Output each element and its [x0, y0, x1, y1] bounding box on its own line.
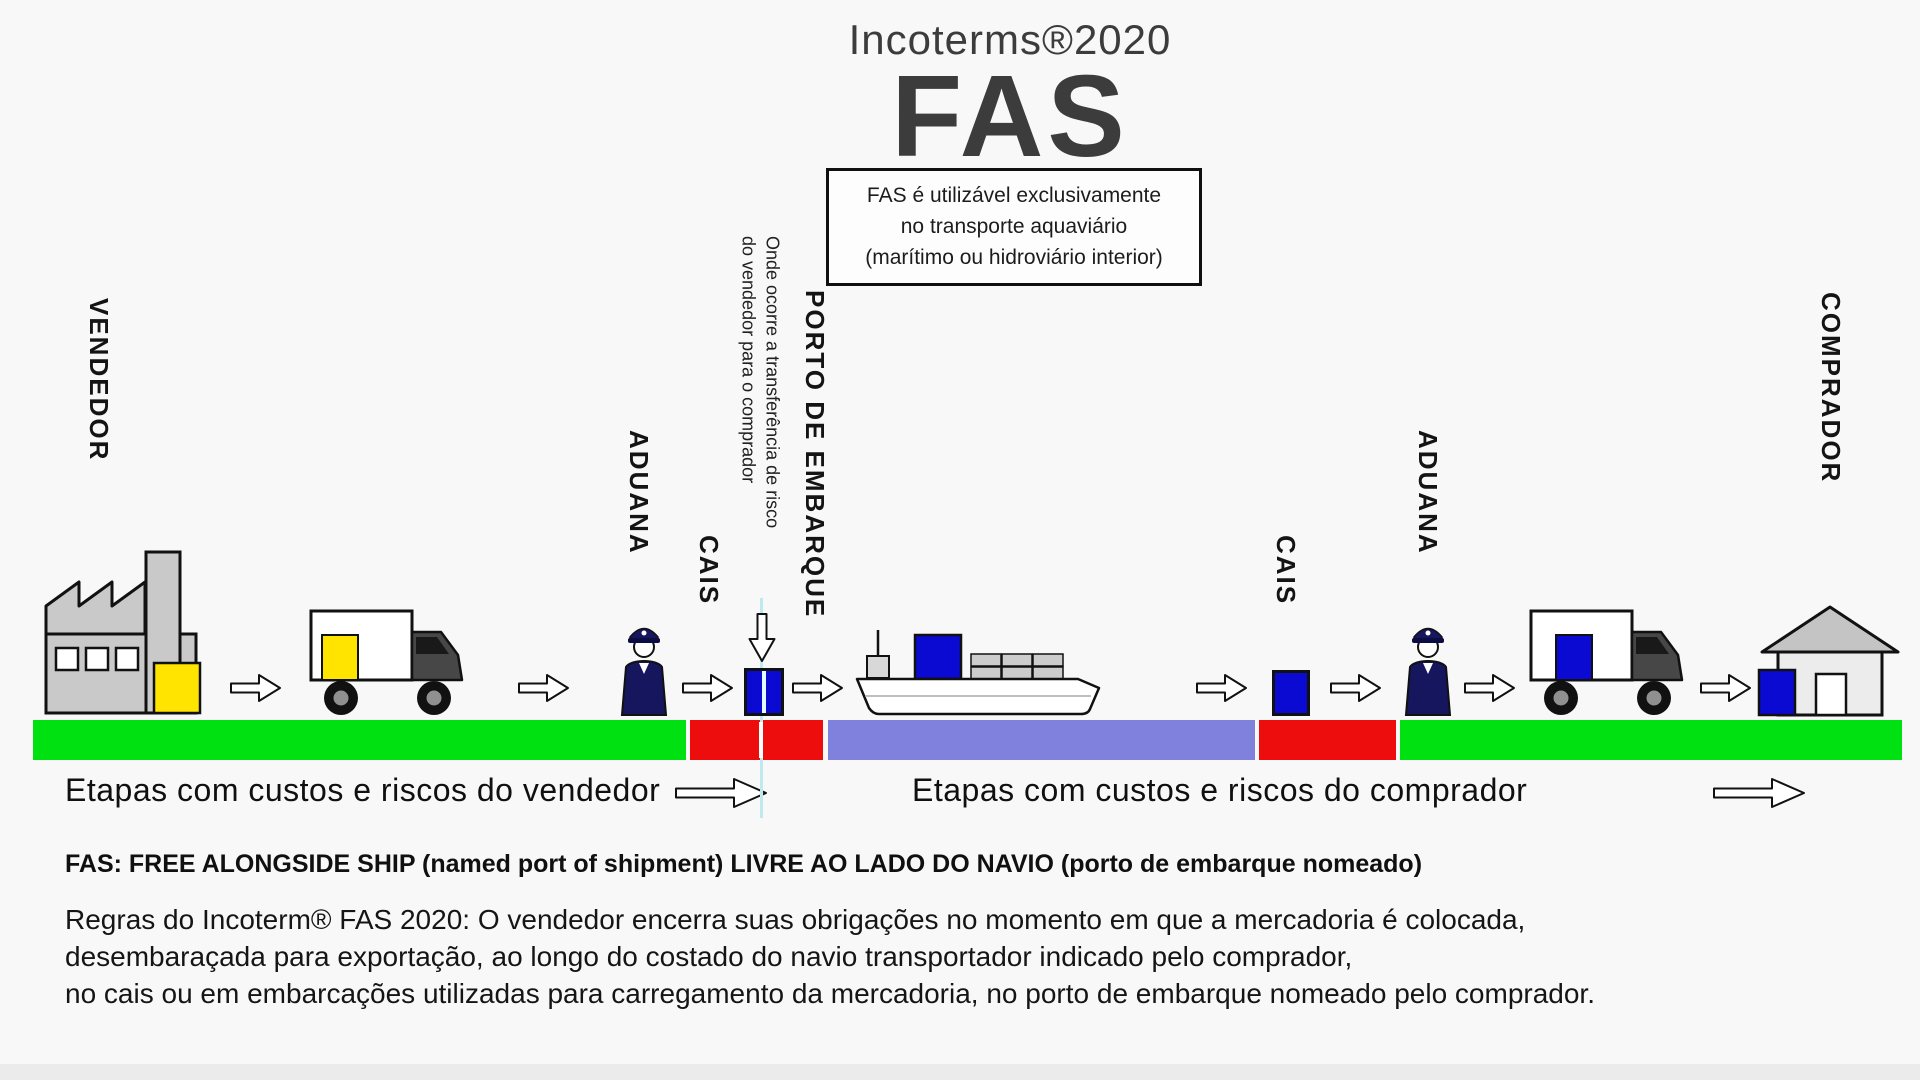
stage-label-cais-right: CAIS	[1271, 535, 1301, 606]
stage-label-comprador: COMPRADOR	[1816, 292, 1846, 484]
container-stack	[970, 653, 1064, 680]
truck-icon-seller	[309, 609, 464, 715]
fas-rules-line-3: no cais ou em embarcações utilizadas par…	[65, 978, 1595, 1009]
truck-icon-buyer	[1529, 609, 1684, 715]
cargo-box-icon-quay-right	[1272, 670, 1310, 716]
transfer-stripe	[762, 671, 766, 713]
arrow-right-icon	[518, 674, 569, 702]
note-line-2: no transporte aquaviário	[900, 215, 1128, 238]
bottom-strip	[0, 1064, 1920, 1080]
fas-rules-paragraph: Regras do Incoterm® FAS 2020: O vendedor…	[65, 901, 1595, 1012]
cost-bar-buyer-green	[1400, 720, 1902, 760]
cost-bar-transfer-red	[690, 720, 823, 760]
customs-officer-icon-left	[620, 627, 668, 716]
incoterm-code-title: FAS	[891, 51, 1129, 181]
house-icon	[1757, 605, 1900, 717]
stage-label-cais-left: CAIS	[694, 535, 724, 606]
fas-rules-line-1: Regras do Incoterm® FAS 2020: O vendedor…	[65, 904, 1526, 935]
arrow-right-icon	[1196, 674, 1247, 702]
goods-box-blue	[1757, 668, 1797, 717]
note-line-3: (marítimo ou hidroviário interior)	[865, 246, 1163, 269]
arrow-right-icon	[1330, 674, 1381, 702]
incoterms-brand-title: Incoterms®2020	[848, 16, 1172, 63]
fas-definition-headline: FAS: FREE ALONGSIDE SHIP (named port of …	[65, 850, 1423, 878]
goods-container-blue	[913, 633, 963, 681]
seller-steps-caption: Etapas com custos e riscos do vendedor	[65, 772, 661, 808]
ship-icon	[855, 630, 1101, 716]
arrow-right-icon	[682, 674, 733, 702]
note-line-1: FAS é utilizável exclusivamente	[866, 184, 1162, 207]
fas-rules-line-2: desembaraçada para exportação, ao longo …	[65, 941, 1353, 972]
cost-bar-port-purple	[828, 720, 1255, 760]
cost-bar-buyer-red	[1259, 720, 1396, 760]
arrow-right-icon	[1700, 674, 1751, 702]
note-box: FAS é utilizável exclusivamente no trans…	[826, 168, 1202, 286]
goods-box-yellow	[321, 634, 359, 681]
risk-transfer-line-bar-segment	[759, 722, 763, 758]
stage-label-aduana-right: ADUANA	[1413, 430, 1443, 555]
goods-box-blue	[1555, 634, 1593, 681]
arrow-right-icon	[1464, 674, 1515, 702]
stage-label-vendedor: VENDEDOR	[84, 298, 114, 462]
arrow-right-icon	[675, 778, 767, 808]
arrow-down-icon	[748, 613, 776, 662]
stage-label-porto-de-embarque: PORTO DE EMBARQUE	[800, 290, 830, 619]
risk-transfer-note: Onde ocorre a transferência de risco do …	[736, 236, 785, 604]
customs-officer-icon-right	[1404, 627, 1452, 716]
stage-label-aduana-left: ADUANA	[624, 430, 654, 555]
goods-box-yellow	[152, 661, 202, 715]
arrow-right-icon	[230, 674, 281, 702]
cargo-box-icon-quay-left	[744, 668, 784, 716]
arrow-right-icon	[792, 674, 843, 702]
buyer-steps-caption: Etapas com custos e riscos do comprador	[912, 772, 1528, 808]
factory-icon	[44, 550, 202, 715]
arrow-right-icon	[1713, 778, 1805, 808]
risk-transfer-note-line-2: do vendedor para o comprador	[738, 236, 759, 484]
risk-transfer-note-line-1: Onde ocorre a transferência de risco	[762, 236, 783, 529]
cost-bar-seller-green	[33, 720, 686, 760]
